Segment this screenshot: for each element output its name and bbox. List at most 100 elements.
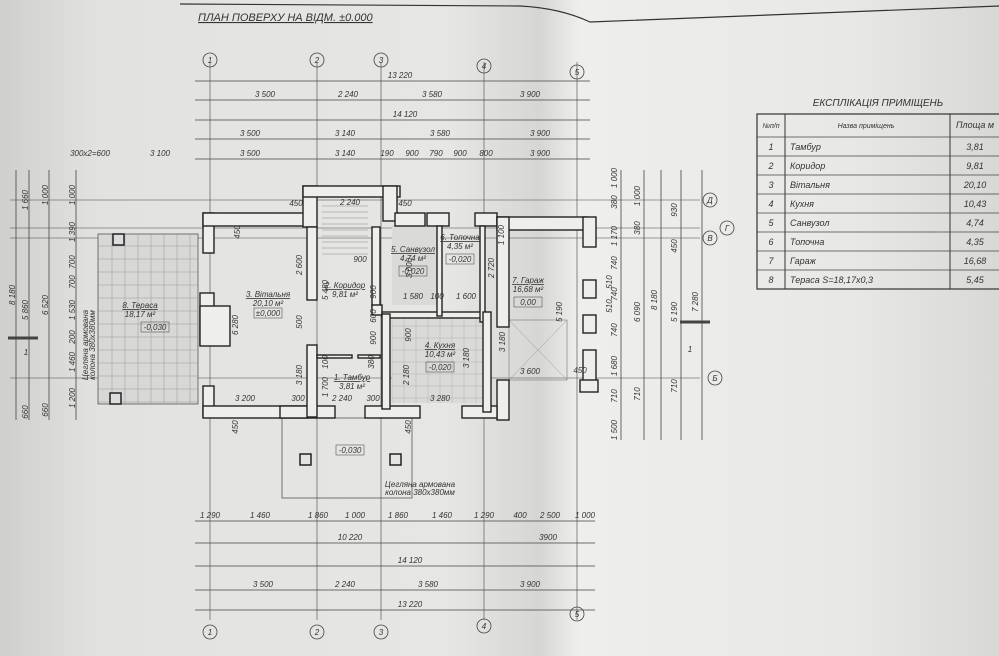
dimension-label: 740 <box>610 323 619 337</box>
level-box <box>445 253 475 265</box>
room-name-cell: Топочна <box>790 237 824 247</box>
wall <box>579 379 599 393</box>
plan-title: ПЛАН ПОВЕРХУ НА ВІДМ. ±0.000 <box>198 12 374 24</box>
dimension-label: 1 660 <box>21 189 30 210</box>
dimension-label: 8 180 <box>650 289 659 310</box>
wall <box>381 313 391 410</box>
dimension-label: 1 680 <box>610 355 619 376</box>
level-box <box>398 265 428 277</box>
dimension-label: 790 <box>429 149 443 158</box>
axis-letter: Б <box>712 374 717 383</box>
row-number: 2 <box>767 161 773 171</box>
axis-marker-letter <box>702 230 718 246</box>
dimension-label: 510 <box>605 299 614 313</box>
dimension-label: 450 <box>404 420 413 434</box>
wall <box>381 311 486 319</box>
room-name-cell: Вітальня <box>790 180 830 190</box>
dimension-label: 400 <box>513 511 527 520</box>
axis-marker-5 <box>569 64 585 80</box>
level-box <box>253 307 283 319</box>
dimension-label: 5 190 <box>555 301 564 322</box>
dimension-label: 300 <box>291 394 305 403</box>
dimension-label: 900 <box>353 255 367 264</box>
room-area: 9,81 м² <box>332 290 358 299</box>
axis-number-top: 2 <box>314 56 320 65</box>
dimension-label: 100 <box>430 292 444 301</box>
axis-number-bottom: 5 <box>575 610 580 619</box>
wall <box>364 405 421 419</box>
room-name: 2. Коридор <box>324 281 366 290</box>
room-area: 4,35 м² <box>447 242 473 251</box>
dimension-label: 190 <box>380 149 394 158</box>
row-number: 8 <box>768 275 773 285</box>
dimension-label: 3 500 <box>253 580 274 589</box>
wall <box>479 225 486 323</box>
brick-column <box>299 453 312 466</box>
dimension-label: 380 <box>367 355 376 369</box>
floor-level-mark: -0,020 <box>402 267 425 276</box>
dimension-label: 5 480 <box>321 279 330 300</box>
room-name-cell: Гараж <box>790 256 817 266</box>
room-name: 3. Вітальня <box>246 290 291 299</box>
wall <box>357 354 381 359</box>
dimension-label: 900 <box>453 149 467 158</box>
room-area: 10,43 м² <box>425 350 456 359</box>
dimension-label: 740 <box>610 287 619 301</box>
axis-marker-1 <box>202 624 218 640</box>
dimension-label: 1 100 <box>497 224 506 245</box>
area-cell: 4,74 <box>966 218 984 228</box>
dimension-label: 450 <box>289 199 303 208</box>
dimension-label: 3 580 <box>422 90 443 99</box>
dimension-label: 3 000 <box>405 257 414 278</box>
dimension-label: 3 900 <box>520 90 541 99</box>
dimension-label: 5 860 <box>21 299 30 320</box>
dimension-label: 1 000 <box>345 511 366 520</box>
level-box <box>513 296 543 308</box>
axis-number-top: 5 <box>575 68 580 77</box>
table-header: Площа м <box>956 120 994 130</box>
wall <box>496 216 510 328</box>
dimension-label: 1 200 <box>68 387 77 408</box>
floor-level-mark: ±0,000 <box>256 309 281 318</box>
row-number: 5 <box>768 218 774 228</box>
dimension-label: 3 600 <box>520 367 541 376</box>
wall <box>394 212 426 227</box>
axis-marker-letter <box>702 192 718 208</box>
dimension-label: 900 <box>404 328 413 342</box>
room-name: 4. Кухня <box>425 341 456 350</box>
section-mark-label: 1 <box>24 348 28 357</box>
wall <box>316 354 353 359</box>
axis-number-top: 4 <box>482 62 487 71</box>
wall <box>482 311 492 413</box>
dimension-label: 1 860 <box>308 511 329 520</box>
room-area: 16,68 м² <box>513 285 544 294</box>
dimension-label: 1 170 <box>610 225 619 246</box>
room-name-cell: Коридор <box>790 161 825 171</box>
room-area: 4,74 м² <box>400 254 426 263</box>
dimension-label: 8 180 <box>8 284 17 305</box>
wall <box>461 405 498 419</box>
dimension-label: 450 <box>398 199 412 208</box>
dimension-label: 7 280 <box>691 291 700 312</box>
axis-number-top: 3 <box>379 56 384 65</box>
dimension-label: 10 220 <box>338 533 363 542</box>
dimension-label: 930 <box>670 203 679 217</box>
axis-marker-letter <box>719 220 735 236</box>
brick-column <box>389 453 402 466</box>
dimension-label: 900 <box>369 285 378 299</box>
dimension-label: 1 290 <box>200 511 221 520</box>
dimension-label: 660 <box>41 403 50 417</box>
dimension-label: 2 500 <box>539 511 561 520</box>
dimension-label: 3 180 <box>498 331 507 352</box>
dimension-label: 6 090 <box>633 301 642 322</box>
axis-marker-letter <box>707 370 723 386</box>
room-name: 7. Гараж <box>512 276 544 285</box>
column-note: Цегляна армована <box>81 309 90 380</box>
dimension-label: 450 <box>573 366 587 375</box>
axis-marker-1 <box>202 52 218 68</box>
